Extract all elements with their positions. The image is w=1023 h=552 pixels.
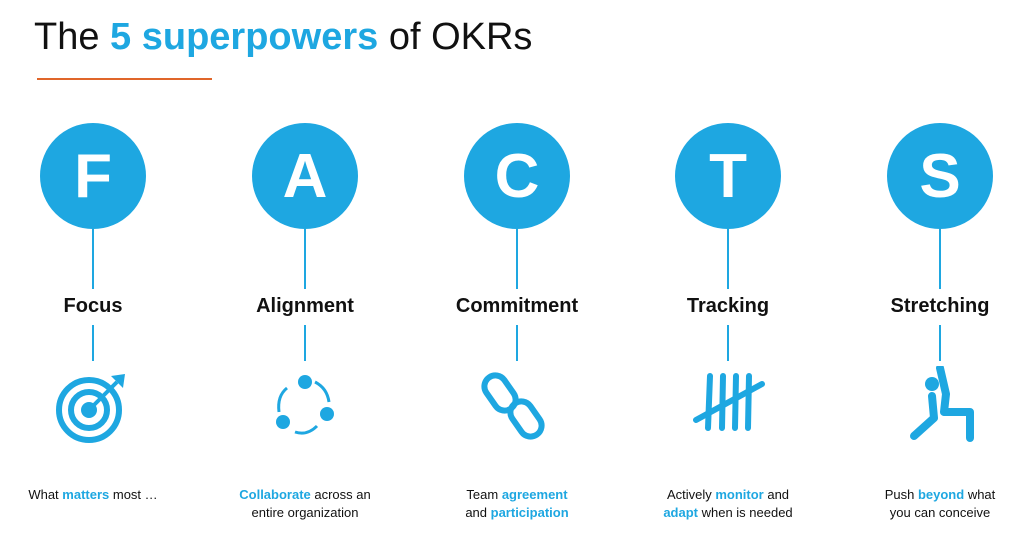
letter-circle: C: [464, 123, 570, 229]
title-text-end: of OKRs: [378, 16, 533, 58]
stretching-person-icon: [910, 366, 974, 442]
description-text: and: [465, 505, 491, 520]
description-line: and participation: [417, 504, 617, 522]
pillar-label: Commitment: [455, 295, 579, 317]
description-text: Push: [884, 487, 918, 502]
description-line: adapt when is needed: [628, 504, 828, 522]
description-highlight: Collaborate: [239, 487, 311, 502]
letter-circle: A: [252, 123, 358, 229]
description-text: Actively: [666, 487, 716, 502]
description-line: Team agreement: [417, 486, 617, 504]
description-highlight: beyond: [917, 487, 965, 502]
description-text: entire organization: [251, 505, 359, 520]
letter: C: [494, 141, 540, 211]
description-highlight: agreement: [501, 487, 568, 502]
description-line: Actively monitor and: [628, 486, 828, 504]
connector-line: [727, 325, 729, 361]
description-text: and: [763, 487, 790, 502]
connector-line: [939, 229, 941, 289]
connector-line: [304, 325, 306, 361]
description-highlight: monitor: [715, 487, 764, 502]
pillar-label: Focus: [63, 295, 123, 317]
description-line: you can conceive: [840, 504, 1023, 522]
connector-line: [92, 229, 94, 289]
description-text: most …: [109, 487, 158, 502]
description-line: entire organization: [205, 504, 405, 522]
description-text: Team: [466, 487, 502, 502]
description-line: Collaborate across an: [205, 486, 405, 504]
connector-line: [516, 229, 518, 289]
connector-line: [939, 325, 941, 361]
description-highlight: participation: [490, 505, 569, 520]
connector-line: [304, 229, 306, 289]
pillar-label: Tracking: [686, 295, 770, 317]
letter: A: [282, 141, 328, 211]
title-text: The: [34, 16, 111, 58]
description-line: Push beyond what: [840, 486, 1023, 504]
pillar-label: Alignment: [256, 295, 354, 317]
letter: S: [919, 141, 961, 211]
pillar-label: Stretching: [890, 295, 990, 317]
connector-line: [516, 325, 518, 361]
letter-circle: S: [887, 123, 993, 229]
connector-line: [727, 229, 729, 289]
target-icon: [56, 374, 125, 443]
chain-link-icon: [481, 372, 545, 440]
letter-circle: T: [675, 123, 781, 229]
description-text: you can conceive: [889, 505, 991, 520]
letter: T: [709, 141, 747, 211]
letter: F: [74, 141, 112, 211]
description-text: when is needed: [697, 505, 793, 520]
title-underline: [37, 78, 212, 80]
description-text: across an: [310, 487, 371, 502]
tally-marks-icon: [693, 373, 765, 431]
description-text: What: [28, 487, 63, 502]
cycle-icon: [276, 375, 334, 435]
description-line: What matters most …: [0, 486, 193, 504]
letter-circle: F: [40, 123, 146, 229]
pillar-description: What matters most …: [0, 486, 193, 504]
connector-line: [92, 325, 94, 361]
description-text: what: [964, 487, 996, 502]
description-highlight: matters: [62, 487, 110, 502]
page-title: The 5 superpowers of OKRs: [34, 16, 532, 59]
title-highlight: 5 superpowers: [110, 16, 379, 58]
description-highlight: adapt: [663, 505, 698, 520]
